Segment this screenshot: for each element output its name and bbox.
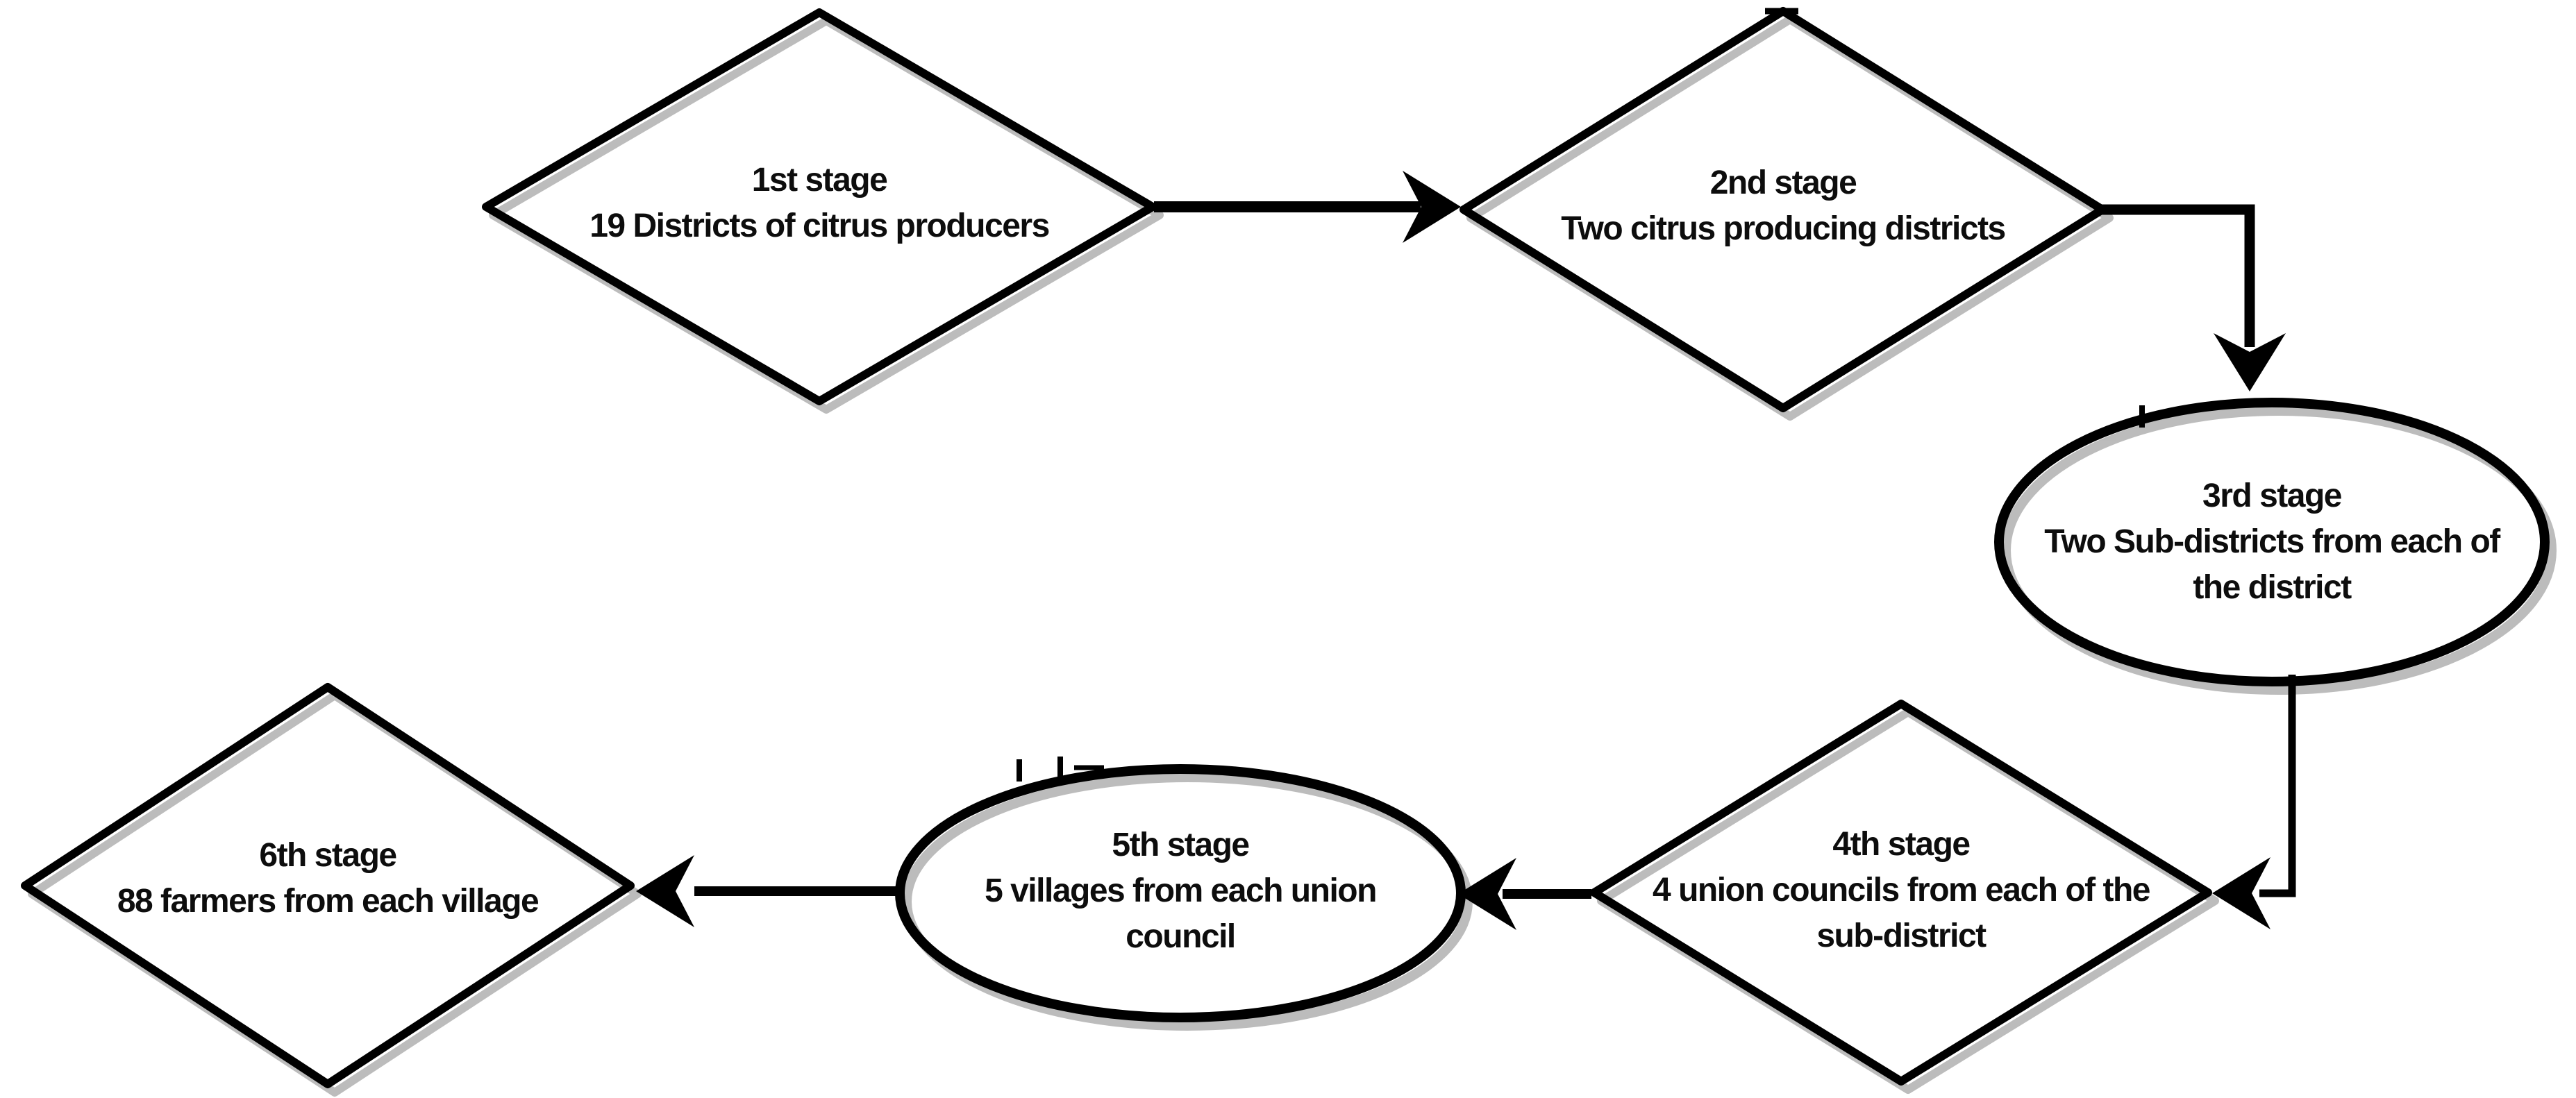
node-description: 19 Districts of citrus producers (589, 208, 1050, 244)
node-description: council (1126, 918, 1236, 955)
node-description: 5 villages from each union (985, 872, 1377, 909)
node-description: Two citrus producing districts (1561, 210, 2006, 247)
node-title: 3rd stage (2202, 478, 2342, 514)
stage-6-diamond-outline (21, 683, 635, 1088)
stage-3-ellipse-shadow (2001, 406, 2557, 695)
stage-5-ellipse-shadow (902, 772, 1473, 1031)
node-stage-4-label: 4th stage 4 union councils from each of … (1609, 766, 2193, 1015)
stage-1-diamond-outline (482, 8, 1157, 405)
node-title: 5th stage (1112, 827, 1250, 863)
node-description: the district (2193, 569, 2352, 606)
arrowhead-left-icon (2212, 857, 2270, 929)
connectors (636, 171, 2296, 930)
node-stage-2-label: 2nd stage Two citrus producing districts (1491, 81, 2075, 331)
node-description: 4 union councils from each of the (1653, 872, 2150, 909)
node-description: Two Sub-districts from each of (2044, 523, 2500, 560)
arrowhead-down-icon (2214, 333, 2286, 391)
node-description: 88 farmers from each village (117, 883, 540, 920)
stage-2-diamond-outline (1460, 7, 2107, 412)
node-stage-3-label: 3rd stage Two Sub-districts from each of… (1980, 417, 2564, 667)
node-stage-6-label: 6th stage 88 farmers from each village (36, 754, 619, 1004)
node-title: 1st stage (751, 162, 888, 199)
stage-3-ellipse-outline (1994, 398, 2550, 686)
arrowhead-left-icon (1458, 858, 1516, 930)
node-stage-5-label: 5th stage 5 villages from each union cou… (889, 766, 1472, 1016)
node-title: 4th stage (1832, 826, 1971, 863)
arrowhead-right-icon (1403, 171, 1461, 243)
artifact-ticks (1017, 8, 2145, 782)
node-title: 6th stage (259, 837, 397, 874)
node-description: sub-district (1816, 918, 1987, 954)
connector-line-2-3 (2101, 204, 2255, 347)
stage-4-diamond-outline (1590, 700, 2212, 1086)
node-stage-1-label: 1st stage 19 Districts of citrus produce… (528, 78, 1111, 328)
arrowhead-left-icon (636, 855, 694, 927)
connector-line-3-4 (2259, 675, 2296, 897)
node-title: 2nd stage (1709, 164, 1857, 201)
